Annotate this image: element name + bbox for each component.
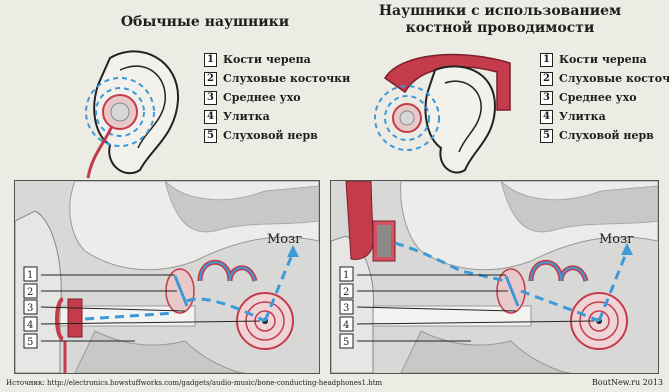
left-cross-section: Мозг 1 2 3 4 5 bbox=[14, 180, 320, 374]
right-title-line1: Наушники с использованием bbox=[370, 3, 630, 20]
brain-label: Мозг bbox=[267, 232, 302, 247]
left-title: Обычные наушники bbox=[95, 14, 315, 31]
brand-watermark: BoutNew.ru 2013 bbox=[592, 378, 663, 387]
bone-conduction-ear-illustration bbox=[365, 48, 535, 178]
callout-numbers: 1 2 3 4 5 bbox=[24, 267, 37, 348]
right-title-line2: костной проводимости bbox=[370, 20, 630, 37]
svg-text:3: 3 bbox=[27, 303, 33, 314]
right-title: Наушники с использованием костной провод… bbox=[370, 3, 630, 37]
svg-text:4: 4 bbox=[27, 320, 33, 331]
earbud-ear-illustration bbox=[70, 40, 190, 180]
svg-text:5: 5 bbox=[343, 337, 349, 348]
earbud-cross bbox=[68, 299, 82, 337]
svg-text:2: 2 bbox=[343, 287, 349, 298]
callout-numbers: 1 2 3 4 5 bbox=[340, 267, 353, 348]
svg-text:1: 1 bbox=[27, 270, 33, 281]
source-note: Источник: http://electronics.howstuffwor… bbox=[6, 379, 382, 387]
bone-conduction-headband bbox=[346, 181, 373, 259]
right-cross-section: Мозг 1 2 3 4 5 bbox=[330, 180, 659, 374]
svg-text:2: 2 bbox=[27, 287, 33, 298]
svg-text:1: 1 bbox=[343, 270, 349, 281]
brain-label: Мозг bbox=[599, 232, 634, 247]
outer-ear bbox=[426, 66, 495, 172]
svg-text:4: 4 bbox=[343, 320, 349, 331]
svg-text:3: 3 bbox=[343, 303, 349, 314]
svg-text:5: 5 bbox=[27, 337, 33, 348]
